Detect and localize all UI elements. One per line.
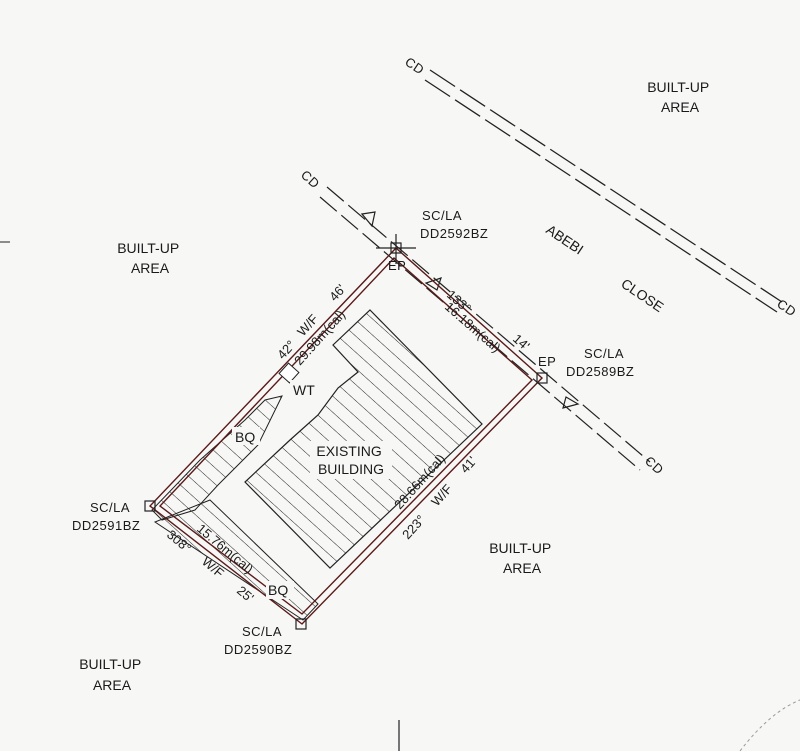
beacon-label-left: SC/LA DD2591BZ	[72, 500, 140, 533]
cd-label-top: CD	[402, 54, 427, 77]
cd-label-low: CD	[642, 453, 667, 477]
dim-ne-length: 16.18m(cal)	[442, 299, 504, 355]
road-abebi-close	[424, 69, 783, 313]
seal-stamp-fragment	[739, 699, 800, 751]
existing-building-label: EXISTING BUILDING	[316, 443, 385, 477]
building-label-bg	[310, 441, 392, 479]
dim-se-wf: W/F	[428, 481, 455, 509]
beacon-markers	[144, 234, 548, 630]
bq-lower-bg	[266, 581, 294, 599]
plot-boundary	[148, 247, 544, 625]
wt-label: WT	[293, 382, 315, 398]
dim-ne-wf: 14'	[510, 331, 533, 353]
bq-upper-label: BQ	[235, 429, 255, 445]
area-label-bottom-left: BUILT-UP AREA	[79, 656, 145, 693]
existing-building-shape	[244, 309, 483, 569]
bq-upper-shape	[151, 395, 283, 521]
wt-bg	[290, 380, 320, 398]
area-label-left: BUILT-UP AREA	[117, 240, 183, 276]
beacon-label-top: SC/LA DD2592BZ	[420, 208, 488, 241]
water-tank-box	[278, 362, 300, 384]
dim-se-minutes: 41'	[457, 453, 479, 476]
ep-label-right: EP	[538, 354, 556, 369]
bq-upper-bg	[232, 427, 260, 445]
beacon-label-bottom: SC/LA DD2590BZ	[224, 624, 292, 657]
area-label-right-mid: BUILT-UP AREA	[489, 540, 555, 576]
cd-label-mid: CD	[298, 167, 323, 191]
beacon-label-right: SC/LA DD2589BZ	[566, 346, 634, 379]
ep-label-top: EP	[388, 258, 406, 273]
road-name-line1: ABEBI	[543, 221, 586, 257]
dim-se-bearing: 223°	[399, 512, 428, 542]
bq-lower-label: BQ	[268, 582, 288, 598]
dim-nw-length: 29.98m(cal)	[291, 307, 348, 368]
road-name-line2: CLOSE	[618, 275, 666, 315]
area-label-top-right: BUILT-UP AREA	[647, 79, 713, 115]
